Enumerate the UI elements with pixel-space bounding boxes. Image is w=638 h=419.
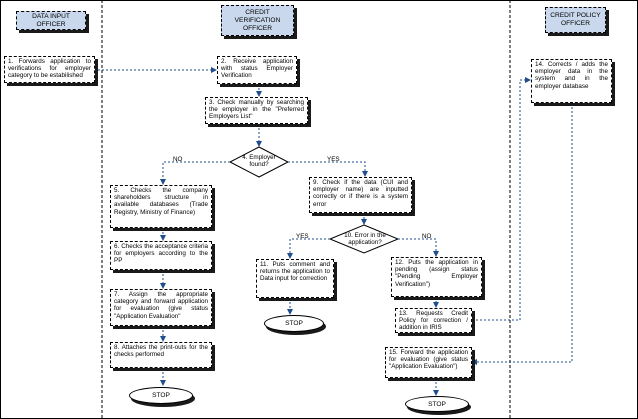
- label-yes-employer: YES: [327, 156, 340, 163]
- stop-terminal-left: STOP: [129, 387, 193, 404]
- edge-13-14: [472, 77, 531, 321]
- step-13: 13. Requests Credit Policy for correctio…: [395, 308, 472, 333]
- edge-14-15: [471, 103, 573, 365]
- edge-4-5: [160, 161, 230, 185]
- label-no-employer: NO: [173, 156, 183, 163]
- decision-employer-found-shape: [228, 146, 290, 178]
- step-3: 3. Check manually by searching the emplo…: [205, 97, 308, 124]
- step-11: 11. Puts comment and returns the applica…: [256, 259, 334, 298]
- stop-terminal-right: STOP: [405, 396, 469, 412]
- edge-4-9: [288, 161, 368, 177]
- edge-10-11: [287, 238, 330, 259]
- label-no-error: NO: [422, 233, 432, 240]
- lane-header-credit-policy: CREDIT POLICY OFFICER: [545, 7, 606, 33]
- decision-employer-found: 4. Employer found?: [242, 154, 276, 168]
- step-15: 15. Forward the application for evaluati…: [385, 347, 472, 378]
- step-8: 8. Attaches the print-outs for the check…: [110, 342, 212, 368]
- step-12: 12. Puts the application in pending (ass…: [391, 257, 482, 297]
- lane-header-data-input: DATA INPUT OFFICER: [16, 11, 86, 30]
- step-14: 14. Corrects / adds the employer data in…: [531, 59, 612, 103]
- edge-10-12: [398, 238, 439, 257]
- step-5: 5. Checks the company shareholders struc…: [110, 185, 212, 228]
- decision-error-shape: [328, 224, 400, 254]
- step-2: 2. Receive application with status Emplo…: [217, 56, 297, 84]
- stop-terminal-middle: STOP: [264, 315, 324, 332]
- step-1: 1. Forwards application to verifications…: [4, 56, 95, 83]
- step-9: 9. Check if the data (CUI and employer n…: [309, 177, 412, 213]
- step-7: 7. Assign the appropriate category and f…: [110, 289, 212, 326]
- step-6: 6. Checks the acceptance criteria for em…: [110, 241, 212, 270]
- label-yes-error: YES: [296, 233, 309, 240]
- decision-error: 10. Error in the application?: [344, 232, 386, 246]
- lane-header-credit-verification: CREDIT VERIFICATION OFFICER: [221, 5, 294, 36]
